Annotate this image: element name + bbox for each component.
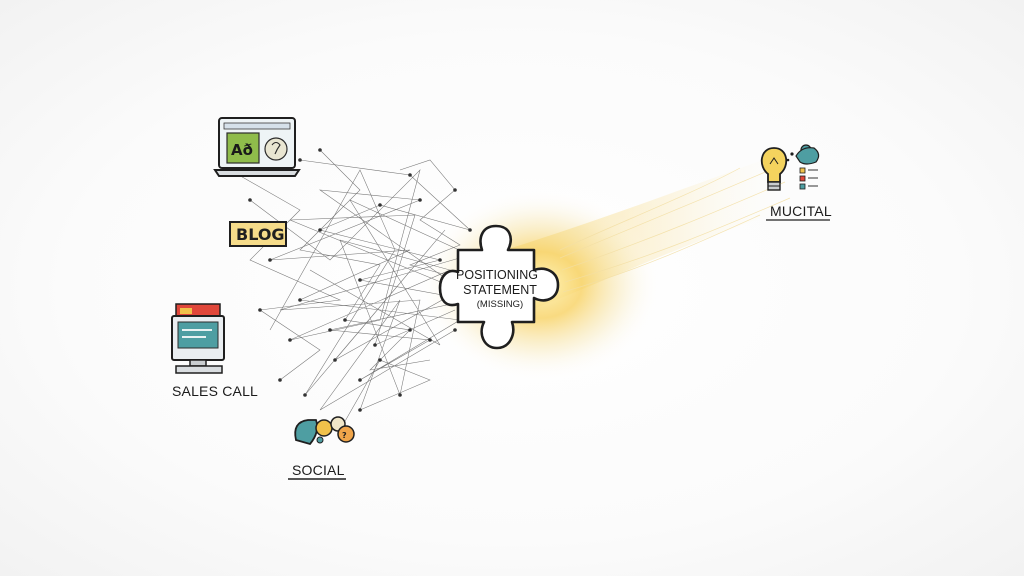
puzzle-piece: POSITIONING STATEMENT (MISSING) [438, 224, 560, 350]
svg-text:Að: Að [231, 141, 253, 159]
puzzle-line-3: (MISSING) [477, 299, 523, 310]
puzzle-line-1: POSITIONING [456, 268, 538, 282]
social-label: SOCIAL [292, 462, 345, 478]
sales-call-label: SALES CALL [172, 383, 258, 399]
puzzle-line-2: STATEMENT [463, 283, 537, 297]
lightbulb-icon [760, 144, 820, 191]
social-bubbles-icon: ? [294, 416, 355, 446]
desktop-computer-icon [171, 303, 225, 374]
blog-label: BLOG [236, 225, 285, 244]
svg-text:?: ? [342, 431, 347, 440]
blog-tag: BLOG [229, 221, 287, 247]
outcome-label: MUCITAL [770, 203, 832, 219]
laptop-ad-icon: Að [213, 117, 301, 177]
